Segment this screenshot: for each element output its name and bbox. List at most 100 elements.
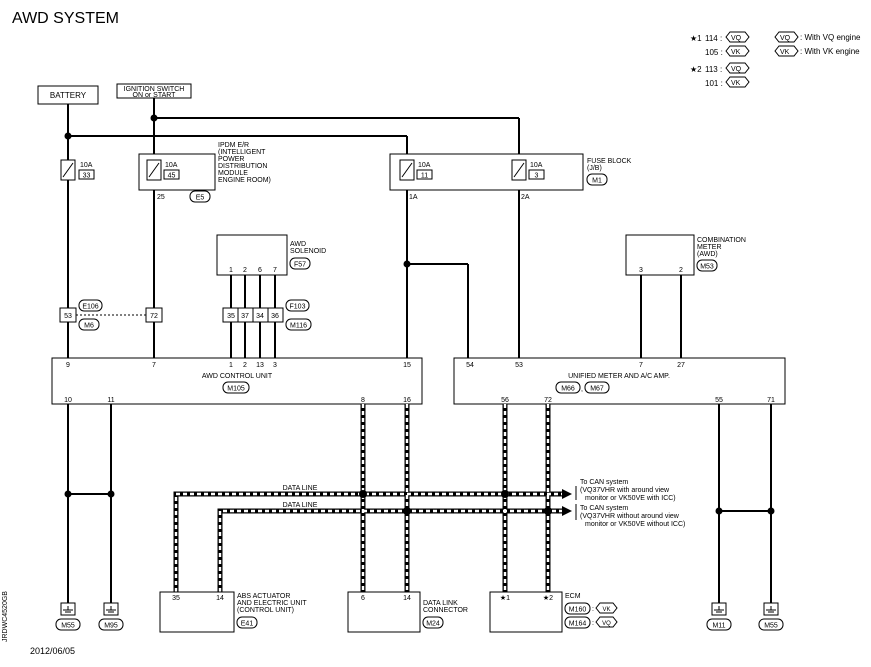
ground-connector-4: M55 (764, 623, 778, 630)
svg-text:37: 37 (241, 313, 249, 320)
inline-connector-e106-m6: 53 72 E106 M6 (59, 299, 163, 331)
svg-text:35: 35 (172, 595, 180, 602)
ipdm-er: 10A 45 IPDM E/R (INTELLIGENT POWER DISTR… (138, 142, 271, 203)
svg-text:3: 3 (273, 362, 277, 369)
svg-text:★1: ★1 (500, 594, 510, 602)
splice-battery (64, 132, 72, 140)
abs-connector: E41 (241, 621, 254, 628)
svg-text:METER: METER (697, 244, 722, 251)
awd-solenoid: AWD SOLENOID F57 1 2 6 7 (216, 234, 326, 276)
splice-gnd-4 (767, 507, 775, 515)
svg-text:10: 10 (64, 397, 72, 404)
legend-113: 113 : (705, 65, 722, 74)
dlc-connector: M24 (426, 621, 440, 628)
can-data-lines (173, 404, 572, 592)
splice-ignition (150, 114, 158, 122)
svg-text:11: 11 (107, 397, 114, 404)
can-system-notes: To CAN system (VQ37VHR with around view … (575, 479, 685, 528)
svg-text:(CONTROL UNIT): (CONTROL UNIT) (237, 607, 294, 614)
svg-text:35: 35 (227, 313, 235, 320)
meter-connector-2: M67 (590, 386, 604, 393)
splice-can-2 (403, 507, 411, 515)
splice-can-3 (501, 490, 509, 498)
legend-with-vk: : With VK engine (800, 47, 860, 56)
splice-gnd-1 (64, 490, 72, 498)
splice-gnd-2 (107, 490, 115, 498)
ecm-connector-1: M160 (569, 607, 587, 614)
legend-vk-key: VK (780, 49, 790, 56)
combination-meter: COMBINATION METER (AWD) M53 3 2 (625, 234, 746, 276)
svg-text:FUSE BLOCK: FUSE BLOCK (587, 158, 632, 165)
svg-text:AWD CONTROL UNIT: AWD CONTROL UNIT (202, 373, 273, 380)
svg-text:13: 13 (256, 362, 264, 369)
inline-connector-f103-m116: 35 37 34 36 F103 M116 (222, 299, 312, 331)
svg-text:16: 16 (403, 397, 411, 404)
svg-text:To CAN system: To CAN system (580, 479, 628, 486)
ground-wires (67, 404, 772, 603)
fuse-33: 10A 33 (60, 159, 95, 181)
svg-text:8: 8 (361, 397, 365, 404)
legend-114: 114 : (705, 34, 722, 43)
svg-text:36: 36 (271, 313, 279, 320)
svg-text:ABS ACTUATOR: ABS ACTUATOR (237, 593, 290, 600)
unified-meter: 54 53 7 27 UNIFIED METER AND A/C AMP. M6… (453, 357, 786, 405)
svg-text:UNIFIED METER AND A/C AMP.: UNIFIED METER AND A/C AMP. (568, 373, 670, 380)
ecm-connector-2: M164 (569, 621, 587, 628)
svg-text:14: 14 (216, 595, 224, 602)
battery-label: BATTERY (50, 91, 87, 100)
svg-text:56: 56 (501, 397, 509, 404)
svg-text:1: 1 (229, 362, 233, 369)
svg-text:F103: F103 (290, 304, 306, 311)
svg-text:(VQ37VHR without around view: (VQ37VHR without around view (580, 513, 680, 520)
svg-text:monitor or VK50VE without ICC): monitor or VK50VE without ICC) (585, 521, 685, 528)
svg-text:MODULE: MODULE (218, 170, 248, 177)
svg-text:3: 3 (535, 173, 539, 180)
svg-text:45: 45 (168, 173, 176, 180)
svg-text:72: 72 (544, 397, 552, 404)
svg-text:10A: 10A (80, 162, 93, 169)
svg-text:9: 9 (66, 362, 70, 369)
legend-105: 105 : (705, 48, 723, 57)
fuse-block: 10A 11 10A 3 FUSE BLOCK (J/B) M1 1A 2A (389, 153, 632, 201)
svg-text:M116: M116 (290, 323, 307, 330)
svg-text:2: 2 (243, 267, 247, 274)
svg-text:DISTRIBUTION: DISTRIBUTION (218, 163, 267, 170)
splice-fuse11 (403, 260, 411, 268)
legend-with-vq: : With VQ engine (800, 33, 861, 42)
svg-text:2A: 2A (521, 194, 530, 201)
svg-text:SOLENOID: SOLENOID (290, 248, 326, 255)
svg-text:AND ELECTRIC UNIT: AND ELECTRIC UNIT (237, 600, 307, 607)
svg-text:10A: 10A (418, 162, 431, 169)
svg-text:★2: ★2 (543, 594, 553, 602)
data-link-connector: 6 14 DATA LINK CONNECTOR M24 (347, 591, 468, 633)
svg-text:55: 55 (715, 397, 723, 404)
legend-vq-key: VQ (780, 35, 791, 42)
ground-connector-1: M55 (61, 623, 75, 630)
legend-star2: ★2 (690, 65, 702, 74)
svg-text:14: 14 (403, 595, 411, 602)
svg-text:2: 2 (679, 267, 683, 274)
svg-text:(VQ37VHR with around view: (VQ37VHR with around view (580, 487, 670, 494)
data-line-label-2: DATA LINE (283, 502, 318, 509)
legend-vq-2: VQ (731, 66, 742, 73)
svg-text:10A: 10A (165, 162, 178, 169)
ignition-label-1: IGNITION SWITCH (124, 86, 185, 93)
legend-101: 101 : (705, 79, 723, 88)
legend-vk-1: VK (731, 49, 741, 56)
ecm: ★1 ★2 ECM M160 : VK M164 : VQ (489, 591, 618, 633)
svg-text:(AWD): (AWD) (697, 251, 718, 258)
diagram-date: 2012/06/05 (30, 646, 75, 656)
svg-text:,: , (581, 386, 583, 393)
svg-text:34: 34 (256, 313, 264, 320)
svg-text:7: 7 (639, 362, 643, 369)
svg-text:7: 7 (273, 267, 277, 274)
svg-text:ENGINE ROOM): ENGINE ROOM) (218, 177, 271, 184)
svg-text:7: 7 (152, 362, 156, 369)
solenoid-connector: F57 (294, 262, 306, 269)
svg-text:11: 11 (421, 173, 428, 180)
legend: ★1 114 : VQ 105 : VK ★2 113 : VQ 101 : V… (690, 31, 861, 88)
svg-text:3: 3 (639, 267, 643, 274)
svg-text:(INTELLIGENT: (INTELLIGENT (218, 149, 266, 156)
svg-text:M6: M6 (84, 323, 94, 330)
splice-can-1 (359, 490, 367, 498)
